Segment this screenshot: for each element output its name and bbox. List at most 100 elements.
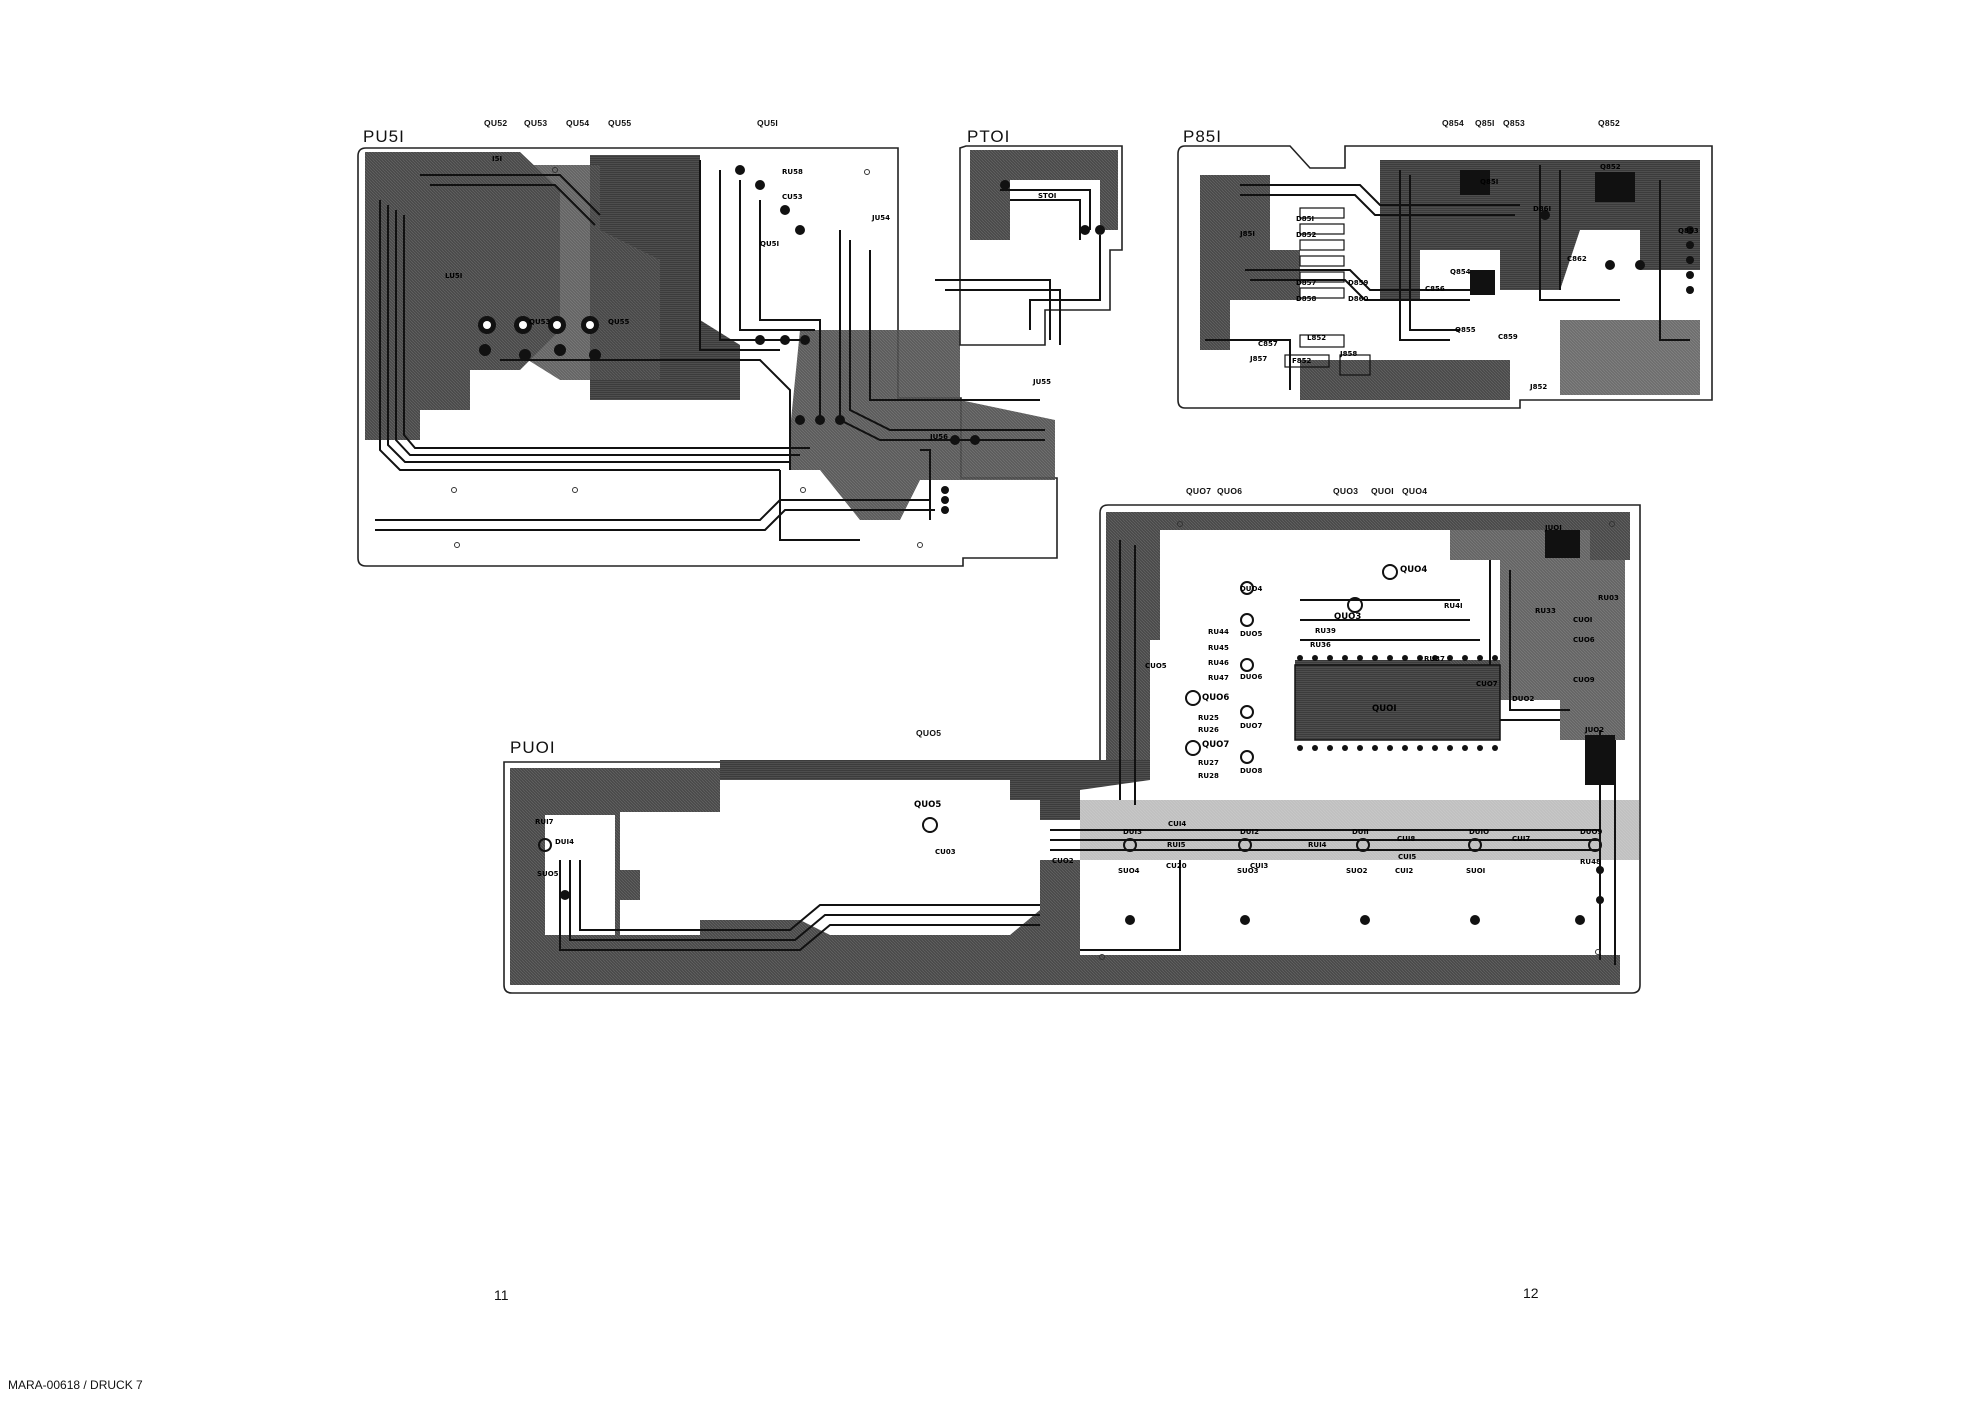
- component-label: QUO5: [914, 800, 942, 810]
- component-label: SUO5: [537, 870, 559, 878]
- component-label: J858: [1340, 350, 1358, 358]
- component-label: CU03: [935, 848, 956, 856]
- component-label: D85I: [1296, 215, 1315, 223]
- component-label: RU58: [782, 168, 803, 176]
- component-label: Q855: [1455, 326, 1476, 334]
- component-label: RU33: [1535, 607, 1556, 615]
- component-label: CUI8: [1397, 835, 1416, 843]
- component-label: J857: [1250, 355, 1268, 363]
- component-label: J852: [1530, 383, 1548, 391]
- component-label: QUO6: [1202, 693, 1230, 703]
- component-label: DUI3: [1123, 828, 1142, 836]
- component-label: DUII: [1352, 828, 1369, 836]
- side-part-label: QUO5: [916, 728, 942, 738]
- component-label: D852: [1296, 231, 1317, 239]
- header-part-label: QU52: [484, 118, 508, 128]
- component-label: QU53: [529, 318, 551, 326]
- component-label: Q854: [1450, 268, 1471, 276]
- board-pu01: [503, 504, 1641, 994]
- component-label: F852: [1292, 357, 1312, 365]
- component-label: RUI4: [1308, 841, 1327, 849]
- component-label: DUO2: [1512, 695, 1535, 703]
- component-label: D86I: [1533, 205, 1552, 213]
- component-label: CUI2: [1395, 867, 1414, 875]
- component-label: RU48: [1580, 858, 1601, 866]
- document-footer: MARA-00618 / DRUCK 7: [8, 1378, 143, 1392]
- component-label: C862: [1567, 255, 1587, 263]
- component-label: RU44: [1208, 628, 1229, 636]
- header-part-label: QU53: [524, 118, 548, 128]
- header-part-label: QUO3: [1333, 486, 1359, 496]
- board-pt01: [935, 145, 1123, 346]
- component-label: DUO8: [1240, 767, 1263, 775]
- component-label: RU27: [1198, 759, 1219, 767]
- component-label: CUO5: [1145, 662, 1167, 670]
- component-label: RU4I: [1444, 602, 1463, 610]
- component-label: QUOI: [1372, 704, 1397, 714]
- component-label: J85I: [1240, 230, 1255, 238]
- component-label: RU36: [1310, 641, 1331, 649]
- board-p851: [1177, 145, 1713, 409]
- component-label: L852: [1307, 334, 1327, 342]
- component-label: QU55: [608, 318, 630, 326]
- header-part-label: QUO4: [1402, 486, 1428, 496]
- header-part-label: QUO7: [1186, 486, 1212, 496]
- component-label: DUO4: [1240, 585, 1263, 593]
- component-label: CUO6: [1573, 636, 1595, 644]
- component-label: RU26: [1198, 726, 1219, 734]
- component-label: CU53: [782, 193, 803, 201]
- component-label: SUOI: [1466, 867, 1486, 875]
- component-label: C856: [1425, 285, 1445, 293]
- component-label: CUI3: [1250, 862, 1269, 870]
- header-part-label: Q852: [1598, 118, 1620, 128]
- board-label-pt01: PTOI: [967, 127, 1011, 146]
- component-label: RUI7: [535, 818, 554, 826]
- component-label: CUI4: [1168, 820, 1187, 828]
- component-label: QUO4: [1400, 565, 1428, 575]
- component-label: RU46: [1208, 659, 1229, 667]
- header-part-label: Q85I: [1475, 118, 1495, 128]
- page-number-left: 11: [494, 1287, 509, 1303]
- component-label: Q85I: [1480, 178, 1499, 186]
- header-part-label: Q853: [1503, 118, 1525, 128]
- component-label: QU5I: [760, 240, 780, 248]
- component-label: DUIO: [1469, 828, 1490, 836]
- component-label: I5I: [492, 155, 503, 163]
- component-label: JUOI: [1545, 524, 1562, 532]
- component-label: CUI5: [1398, 853, 1417, 861]
- component-label: SUO2: [1346, 867, 1368, 875]
- component-label: CU20: [1166, 862, 1187, 870]
- component-label: JU54: [872, 214, 891, 222]
- component-label: RU25: [1198, 714, 1219, 722]
- header-part-label: Q854: [1442, 118, 1464, 128]
- component-label: D857: [1296, 279, 1317, 287]
- component-label: RU39: [1315, 627, 1336, 635]
- component-label: STOI: [1038, 192, 1057, 200]
- component-label: LU5I: [445, 272, 463, 280]
- component-label: RU45: [1208, 644, 1229, 652]
- component-label: DUO7: [1240, 722, 1263, 730]
- board-label-pu01: PUOI: [510, 738, 556, 757]
- component-label: C857: [1258, 340, 1278, 348]
- component-label: QUO7: [1202, 740, 1230, 750]
- component-label: DUI4: [555, 838, 574, 846]
- component-label: CUI7: [1512, 835, 1531, 843]
- component-label: C859: [1498, 333, 1518, 341]
- header-part-label: QUO6: [1217, 486, 1243, 496]
- component-label: SUO3: [1237, 867, 1259, 875]
- component-label: RU28: [1198, 772, 1219, 780]
- component-label: JU56: [930, 433, 949, 441]
- header-part-label: QU54: [566, 118, 590, 128]
- component-label: RUI5: [1167, 841, 1186, 849]
- component-label: DUO9: [1580, 828, 1603, 836]
- component-label: QUO3: [1334, 612, 1362, 622]
- board-pu51: [357, 147, 1058, 567]
- header-part-label: QUOI: [1371, 486, 1394, 496]
- board-label-p851: P85I: [1183, 127, 1222, 146]
- component-label: D858: [1296, 295, 1317, 303]
- component-label: DUI2: [1240, 828, 1259, 836]
- component-label: RU37: [1424, 655, 1445, 663]
- component-label: JUO2: [1585, 726, 1605, 734]
- component-label: CUOI: [1573, 616, 1593, 624]
